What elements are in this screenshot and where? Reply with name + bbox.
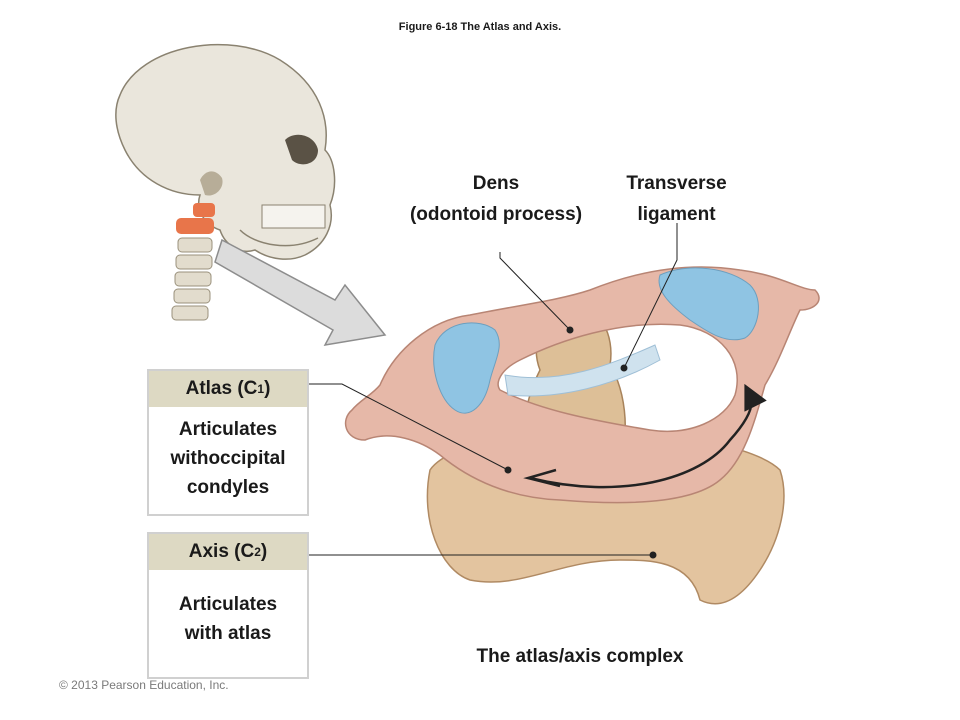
axis-desc-line2: with atlas: [184, 623, 272, 644]
transverse-label-line2: ligament: [637, 204, 716, 225]
dens-label-line2: (odontoid process): [409, 204, 583, 225]
dens-label: Dens (odontoid process): [396, 168, 596, 230]
transverse-ligament-label: Transverse ligament: [594, 168, 759, 230]
vertebrae-illustration: [171, 203, 215, 321]
axis-desc-line1: Articulates: [178, 594, 278, 615]
atlas-title-close: ): [264, 378, 271, 399]
atlas-desc-line3: condyles: [186, 477, 270, 498]
axis-title: Axis (C: [188, 541, 255, 562]
atlas-axis-complex: [344, 266, 820, 605]
copyright-notice: © 2013 Pearson Education, Inc.: [59, 678, 229, 692]
atlas-desc-line2: withoccipital: [170, 448, 286, 469]
axis-subscript: 2: [254, 545, 261, 559]
rotation-arrow: [529, 383, 767, 489]
skull-illustration: [115, 43, 336, 260]
figure-title: Figure 6-18 The Atlas and Axis.: [398, 21, 562, 33]
leader-lines: [309, 223, 678, 559]
complex-caption: The atlas/axis complex: [476, 646, 684, 667]
axis-panel-body: Articulates with atlas: [149, 570, 307, 648]
atlas-title: Atlas (C: [185, 378, 258, 399]
pointer-arrow: [214, 238, 387, 346]
atlas-panel-body: Articulates withoccipital condyles: [149, 407, 307, 502]
axis-title-close: ): [260, 541, 268, 562]
atlas-desc-line1: Articulates: [178, 419, 278, 440]
dens-label-line1: Dens: [472, 173, 520, 194]
atlas-subscript: 1: [257, 382, 265, 396]
transverse-label-line1: Transverse: [626, 173, 727, 194]
